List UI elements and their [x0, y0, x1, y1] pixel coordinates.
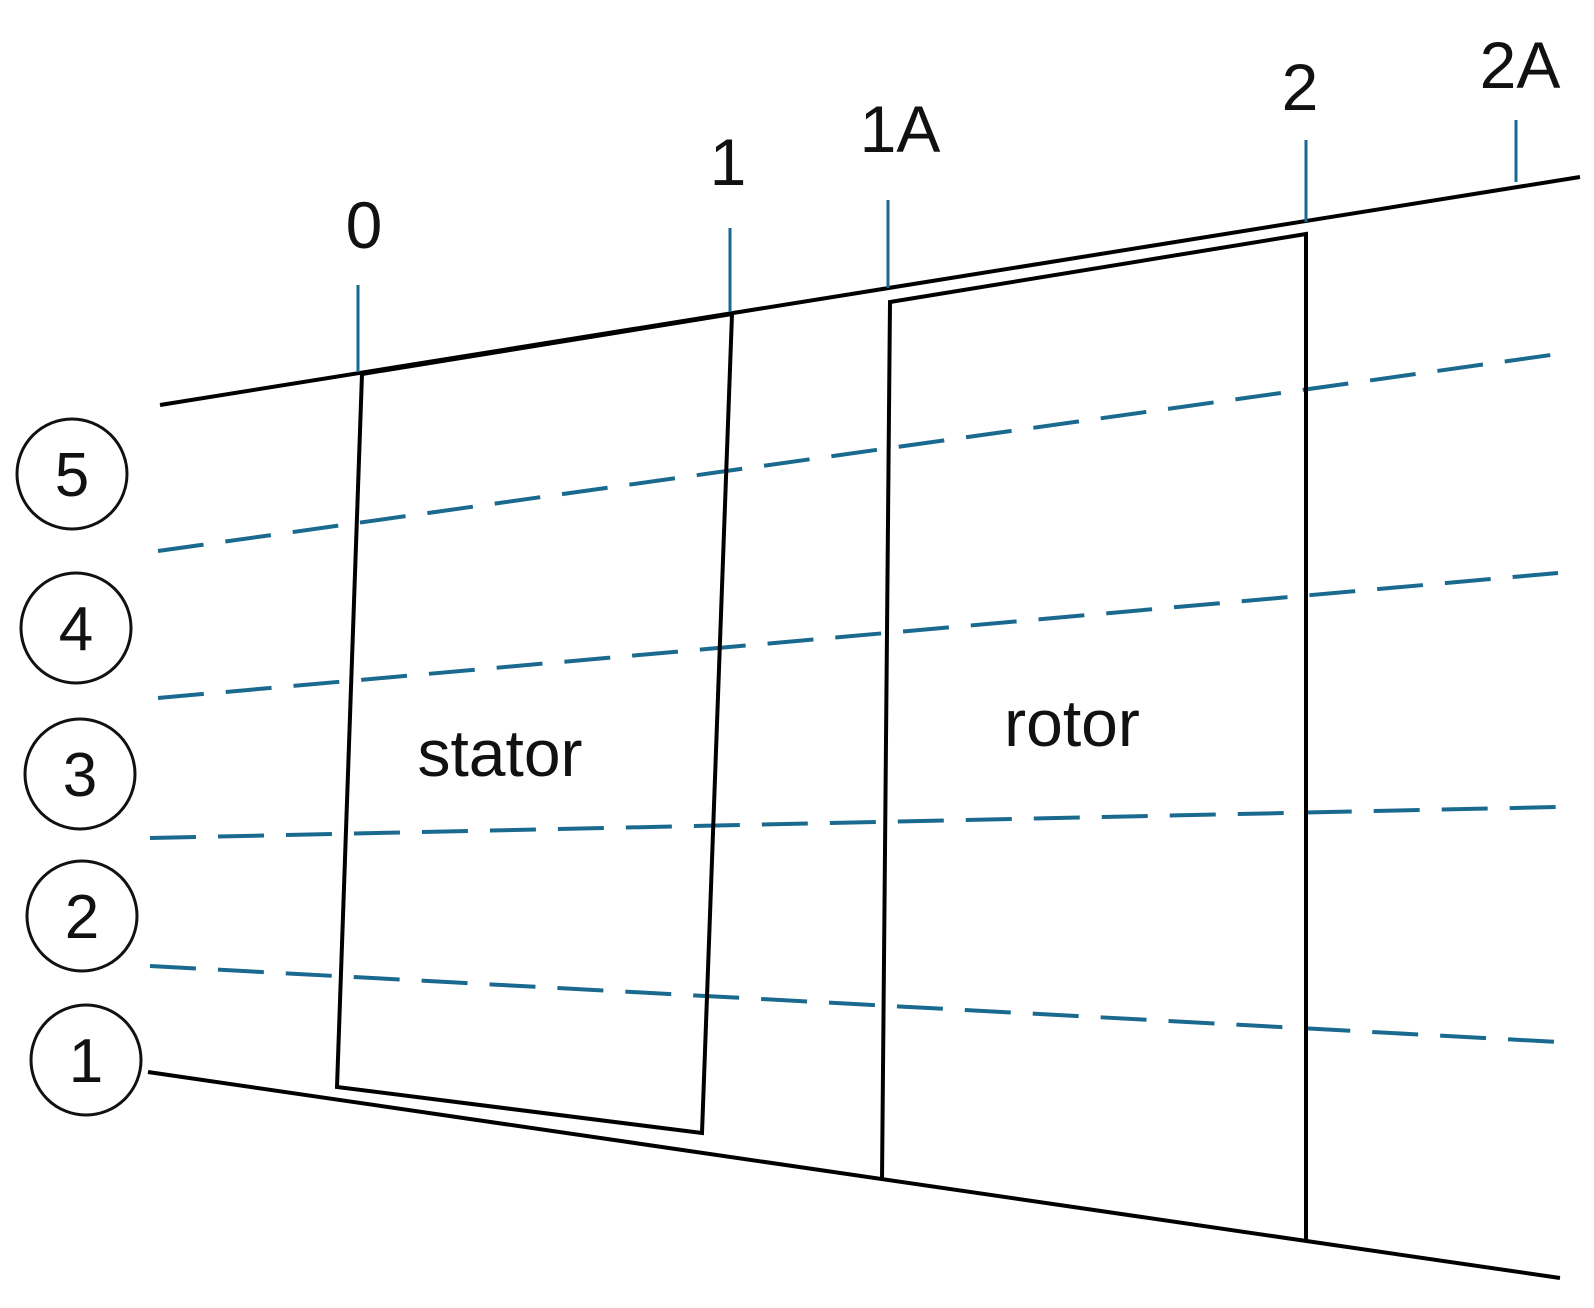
streamline-marker-2-circle	[25, 859, 139, 973]
streamline-number-2: 2	[65, 883, 99, 952]
stator-blade-outline	[334, 311, 735, 1136]
station-label-1: 1	[710, 125, 747, 199]
streamline-5	[157, 350, 1573, 553]
streamline-2	[149, 964, 1559, 1044]
streamline-number-4: 4	[59, 595, 93, 664]
station-label-2: 2	[1282, 50, 1319, 124]
streamline-marker-5-circle	[15, 417, 129, 531]
streamline-3	[149, 805, 1559, 840]
streamline-marker-1: 1	[29, 1003, 143, 1117]
streamline-number-5: 5	[55, 441, 89, 510]
rotor-label: rotor	[1004, 686, 1140, 760]
station-label-0: 0	[346, 188, 383, 262]
streamline-marker-1-circle	[29, 1003, 143, 1117]
streamline-number-3: 3	[63, 741, 97, 810]
hub-wall-line	[147, 1070, 1561, 1280]
streamline-marker-5: 5	[15, 417, 129, 531]
streamline-number-1: 1	[69, 1027, 103, 1096]
streamline-marker-2: 2	[25, 859, 139, 973]
stator-label: stator	[417, 716, 582, 790]
station-label-1A: 1A	[860, 92, 941, 166]
streamline-marker-4-circle	[19, 571, 133, 685]
station-label-2A: 2A	[1480, 28, 1561, 102]
rotor-blade-outline	[880, 231, 1308, 1240]
streamline-marker-3-circle	[23, 717, 137, 831]
streamline-marker-3: 3	[23, 717, 137, 831]
streamline-4	[157, 571, 1559, 700]
streamline-marker-4: 4	[19, 571, 133, 685]
